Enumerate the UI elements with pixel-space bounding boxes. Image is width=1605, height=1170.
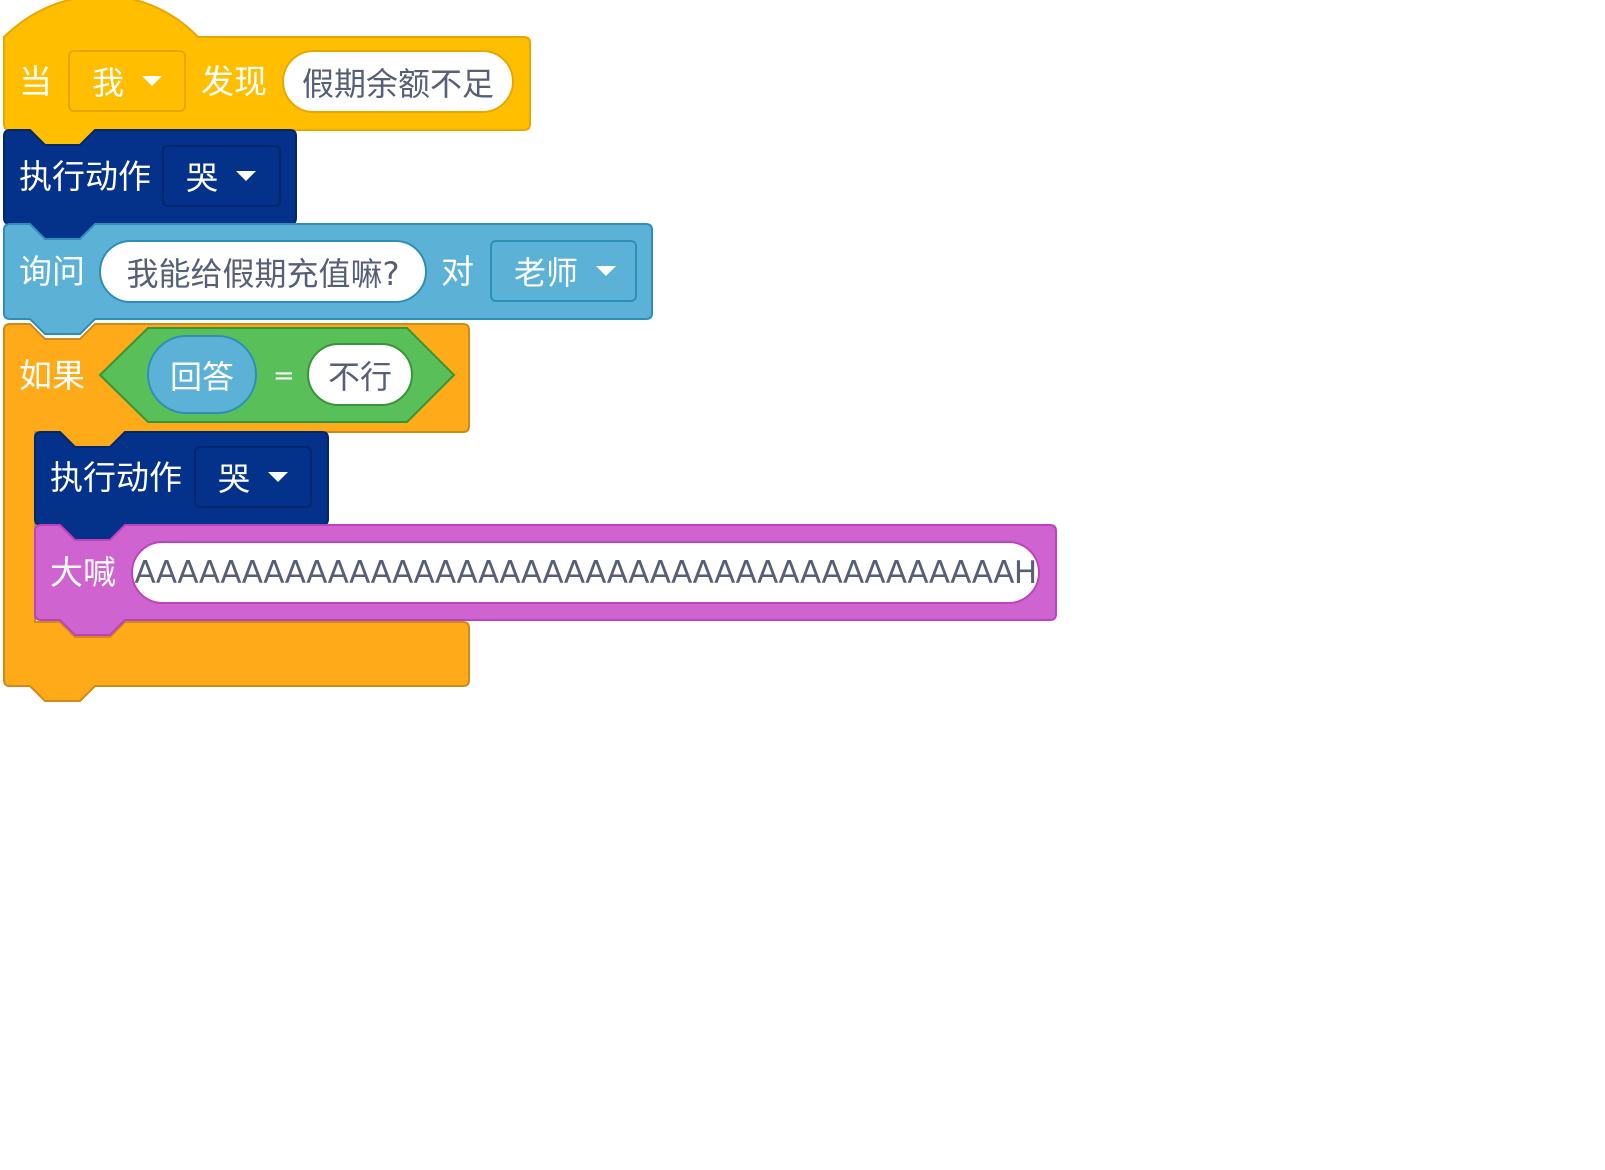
chevron-down-icon <box>236 171 257 181</box>
if-label: 如果 <box>19 356 85 395</box>
inner-action-label: 执行动作 <box>50 458 182 497</box>
shout-input[interactable]: AAAAAAAAAAAAAAAAAAAAAAAAAAAAAAAAAAAAAAAA… <box>131 541 1040 604</box>
action-dropdown[interactable]: 哭 <box>162 145 281 207</box>
inner-action-dropdown-value: 哭 <box>218 460 251 498</box>
to-label: 对 <box>441 252 474 291</box>
target-dropdown-value: 老师 <box>514 254 579 292</box>
action-label: 执行动作 <box>19 157 151 196</box>
chevron-down-icon <box>268 472 289 482</box>
inner-action-dropdown[interactable]: 哭 <box>194 446 312 508</box>
message-input[interactable]: 假期余额不足 <box>282 50 514 113</box>
shout-label: 大喊 <box>50 553 116 592</box>
chevron-down-icon <box>596 266 617 276</box>
equals-operator: = <box>273 361 295 391</box>
notice-label: 发现 <box>201 62 267 101</box>
target-dropdown[interactable]: 老师 <box>490 240 637 302</box>
sprite-dropdown[interactable]: 我 <box>68 50 186 112</box>
sprite-dropdown-value: 我 <box>92 64 125 102</box>
chevron-down-icon <box>142 76 163 86</box>
ask-label: 询问 <box>19 252 85 291</box>
when-label: 当 <box>19 62 52 101</box>
question-input[interactable]: 我能给假期充值嘛? <box>99 240 427 303</box>
action-dropdown-value: 哭 <box>186 159 219 197</box>
answer-reporter[interactable]: 回答 <box>147 335 257 414</box>
compare-value-input[interactable]: 不行 <box>307 343 413 406</box>
